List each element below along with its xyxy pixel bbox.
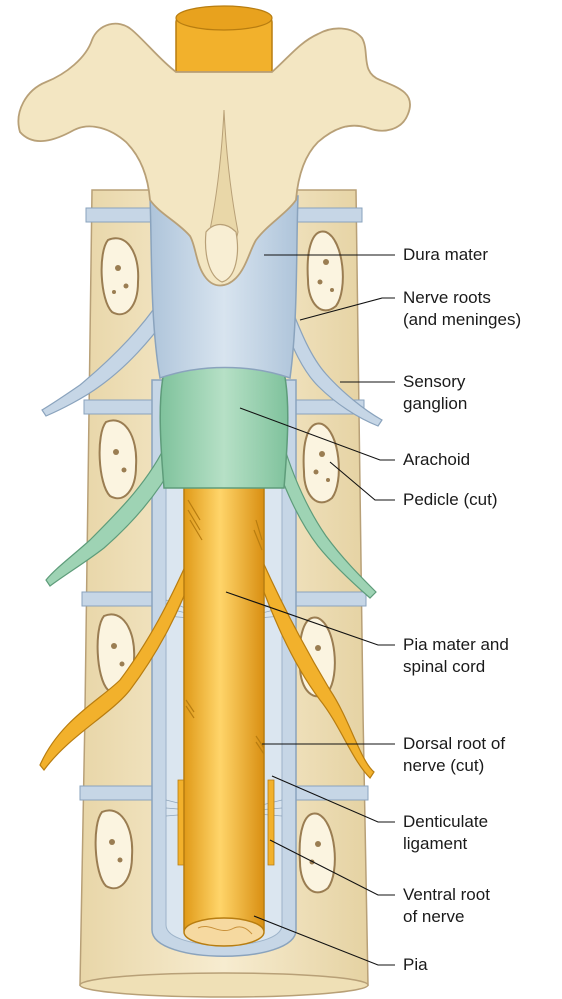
label-line: Pia xyxy=(403,954,428,976)
label-denticulate: Denticulate ligament xyxy=(403,811,488,855)
label-line: Dura mater xyxy=(403,244,488,266)
pedicle-cut xyxy=(100,420,137,498)
label-line: of nerve xyxy=(403,906,490,928)
label-line: (and meninges) xyxy=(403,309,521,331)
label-line: nerve (cut) xyxy=(403,755,505,777)
cord-cut-end xyxy=(184,918,264,946)
ventral-root-right xyxy=(268,780,274,865)
label-line: ligament xyxy=(403,833,488,855)
pedicle-cut xyxy=(96,810,133,888)
label-line: ganglion xyxy=(403,393,467,415)
pedicle-cut xyxy=(102,238,139,314)
label-line: Arachoid xyxy=(403,449,470,471)
label-pia: Pia xyxy=(403,954,428,976)
label-line: Sensory xyxy=(403,371,467,393)
label-line: Pia mater and xyxy=(403,634,509,656)
label-sensory-ganglion: Sensory ganglion xyxy=(403,371,467,415)
label-pedicle: Pedicle (cut) xyxy=(403,489,497,511)
ventral-root-left xyxy=(178,780,184,865)
spinal-cord xyxy=(184,480,264,946)
label-arachoid: Arachoid xyxy=(403,449,470,471)
vertebral-base xyxy=(80,973,368,997)
label-dura-mater: Dura mater xyxy=(403,244,488,266)
label-ventral-root: Ventral root of nerve xyxy=(403,884,490,928)
label-line: spinal cord xyxy=(403,656,509,678)
arachnoid-sleeve xyxy=(160,363,288,488)
label-dorsal-root: Dorsal root of nerve (cut) xyxy=(403,733,505,777)
label-line: Nerve roots xyxy=(403,287,521,309)
label-nerve-roots: Nerve roots (and meninges) xyxy=(403,287,521,331)
label-line: Ventral root xyxy=(403,884,490,906)
cord-top-face xyxy=(176,6,272,30)
label-line: Denticulate xyxy=(403,811,488,833)
label-line: Pedicle (cut) xyxy=(403,489,497,511)
label-pia-mater: Pia mater and spinal cord xyxy=(403,634,509,678)
label-line: Dorsal root of xyxy=(403,733,505,755)
